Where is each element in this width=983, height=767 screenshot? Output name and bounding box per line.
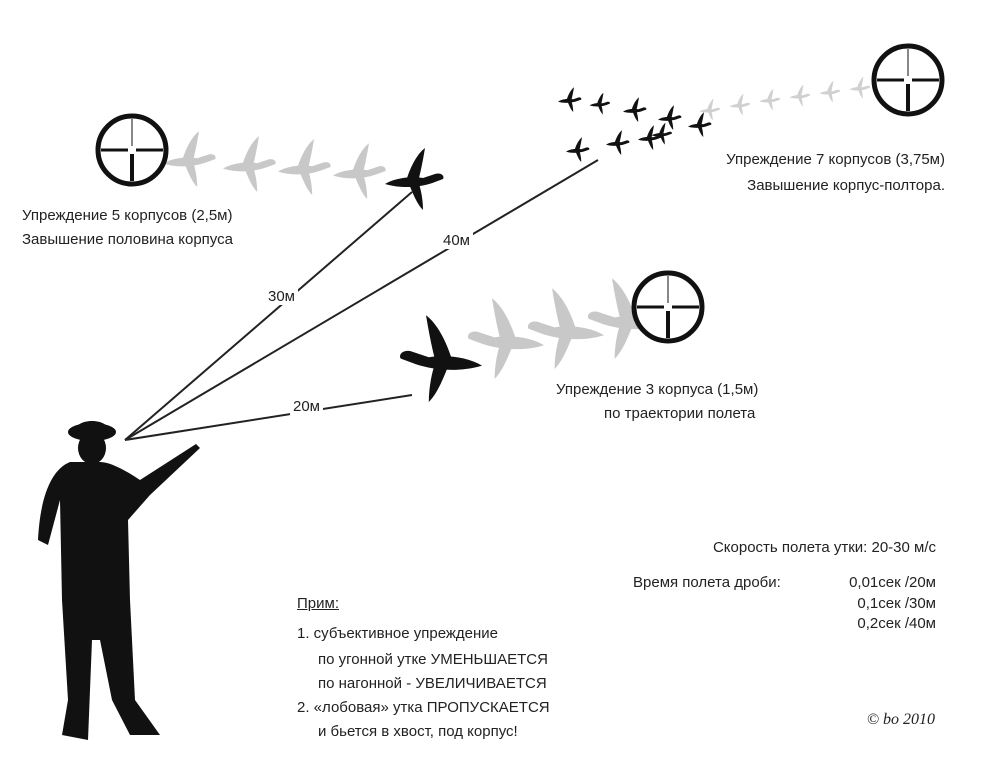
scenario-1-elevation: Завышение половина корпуса xyxy=(22,231,233,248)
duck-target-3 xyxy=(400,315,482,402)
scenario-2-lead: Упреждение 7 корпусов (3,75м) xyxy=(726,151,945,168)
note-line: по угонной утке УМЕНЬШАЕТСЯ xyxy=(318,651,548,668)
duck-flock-2 xyxy=(558,87,712,162)
sight-line-20m xyxy=(124,394,413,441)
scenario-3-elevation: по траектории полета xyxy=(604,405,756,422)
distance-label-40m: 40м xyxy=(440,232,473,249)
scenario-3-lead: Упреждение 3 корпуса (1,5м) xyxy=(556,381,759,398)
duck-speed: Скорость полета утки: 20-30 м/с xyxy=(712,539,936,556)
note-line: и бьется в хвост, под корпус! xyxy=(318,723,518,740)
sight-line-40m xyxy=(124,159,599,441)
scenario-1-lead: Упреждение 5 корпусов (2,5м) xyxy=(22,207,233,224)
note-line: по нагонной - УВЕЛИЧИВАЕТСЯ xyxy=(318,675,547,692)
note-line: 2. «лобовая» утка ПРОПУСКАЕТСЯ xyxy=(297,699,550,716)
shot-time-row-1: 0,01сек /20м xyxy=(849,574,936,591)
scope-icon-1 xyxy=(98,116,166,184)
shot-time-row-3: 0,2сек /40м xyxy=(857,615,936,632)
duck-target-1 xyxy=(385,148,444,210)
distance-label-20m: 20м xyxy=(290,398,323,415)
scope-icon-3 xyxy=(634,273,702,341)
ghost-ducks-2 xyxy=(699,76,870,121)
shot-time-row-2: 0,1сек /30м xyxy=(857,595,936,612)
scenario-2-elevation: Завышение корпус-полтора. xyxy=(747,177,945,194)
ghost-ducks-1 xyxy=(163,131,386,199)
scope-icon-2 xyxy=(874,46,942,114)
distance-label-30m: 30м xyxy=(265,288,298,305)
shot-time-label: Время полета дроби: xyxy=(633,574,781,591)
note-line: 1. субъективное упреждение xyxy=(297,625,499,642)
sight-line-30m xyxy=(124,191,413,441)
copyright: © bo 2010 xyxy=(866,711,935,728)
notes-title: Прим: xyxy=(297,595,339,612)
hunter-silhouette xyxy=(38,421,200,740)
